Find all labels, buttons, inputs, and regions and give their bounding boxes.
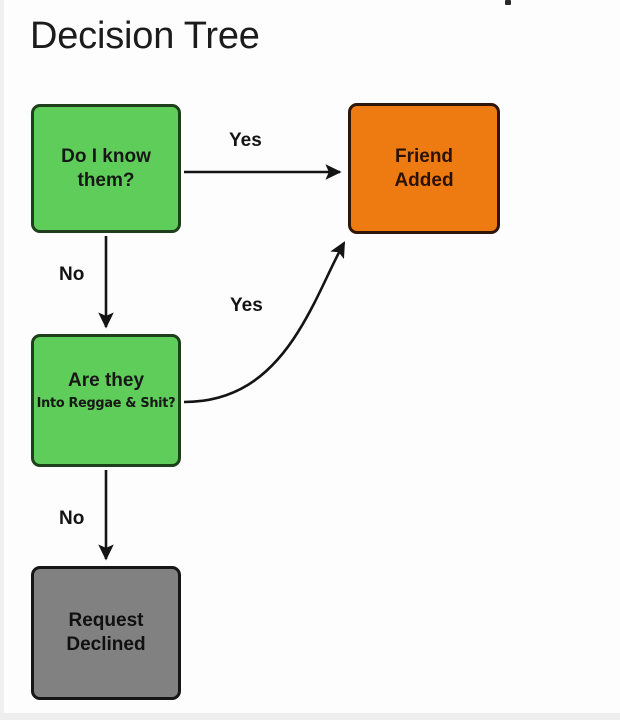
node-label-line2: Added <box>394 169 454 191</box>
node-do-i-know-them[interactable]: Do I know them? <box>31 104 181 233</box>
page-left-edge <box>0 0 4 720</box>
page-bottom-edge <box>0 713 620 720</box>
edge-label-no-are-they: No <box>59 508 85 529</box>
edge-label-yes-are-they: Yes <box>230 295 263 316</box>
node-label-line2: Into Reggae & Shit? <box>36 394 176 411</box>
top-scan-artifact <box>505 0 511 5</box>
node-request-declined[interactable]: Request Declined <box>31 566 181 700</box>
node-label-line2: Declined <box>66 634 146 655</box>
node-are-they-into-reggae[interactable]: Are they Into Reggae & Shit? <box>31 334 181 467</box>
node-label-line1: Do I know <box>61 145 151 167</box>
page-title: Decision Tree <box>30 15 260 57</box>
edge-are-they-yes <box>183 241 346 404</box>
edge-label-no-know-them: No <box>59 264 85 285</box>
node-label-line2: them? <box>77 169 135 191</box>
edge-label-yes-know-them: Yes <box>229 130 262 151</box>
node-label-line1: Request <box>68 610 144 631</box>
node-label-line1: Friend <box>394 145 454 167</box>
node-label-line1: Are they <box>67 369 145 391</box>
node-friend-added[interactable]: Friend Added <box>348 103 500 234</box>
